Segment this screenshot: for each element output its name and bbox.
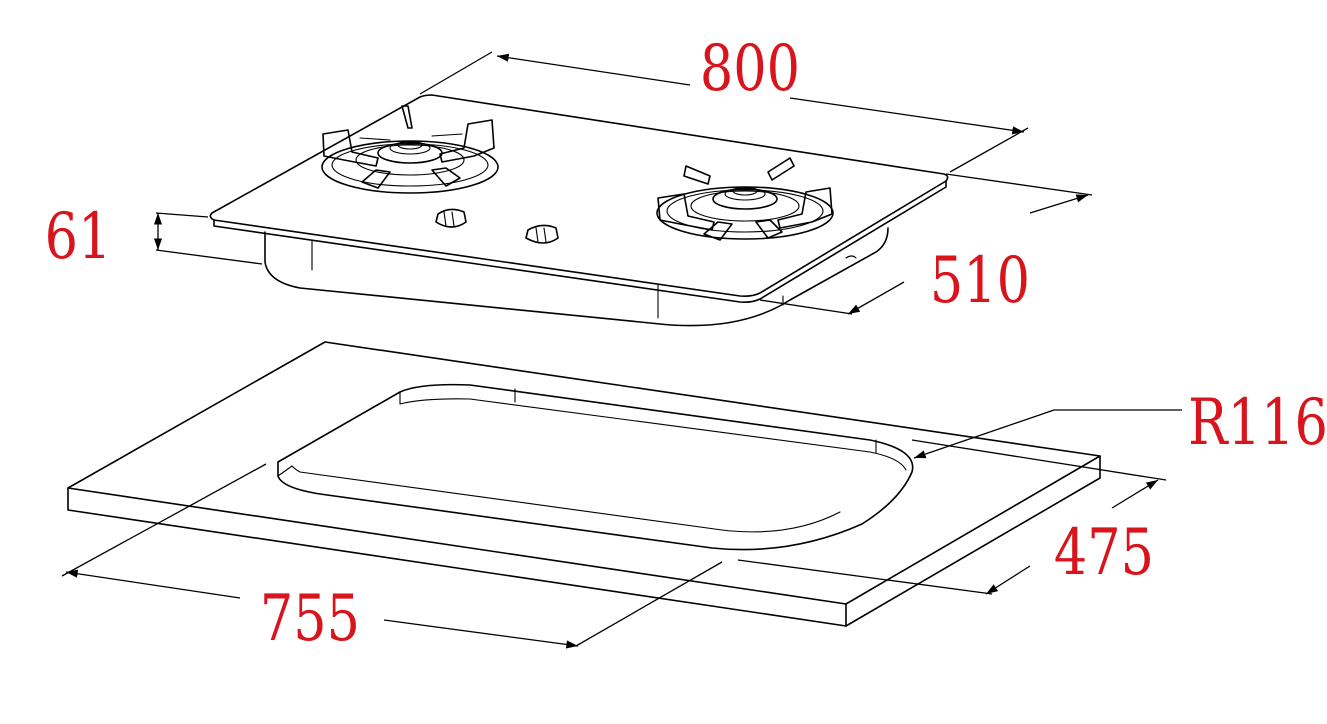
glass-top-panel bbox=[209, 94, 949, 297]
cutout-width-dimension-label: 755 bbox=[260, 581, 360, 655]
dimension-lines bbox=[61, 51, 1182, 649]
right-burner bbox=[656, 157, 834, 241]
left-burner bbox=[321, 105, 499, 194]
cooktop-drawing bbox=[209, 94, 949, 327]
width-dimension-label: 800 bbox=[700, 31, 800, 105]
dimension-labels: 800 61 510 R116 475 755 bbox=[45, 31, 1327, 655]
countertop-top-face bbox=[67, 341, 1101, 605]
radius-dimension-label: R116 bbox=[1188, 385, 1327, 459]
left-knob bbox=[435, 208, 467, 228]
cutout-depth-dimension-label: 475 bbox=[1054, 515, 1154, 589]
height-dimension-label: 61 bbox=[45, 199, 112, 273]
depth-dimension-label: 510 bbox=[930, 243, 1030, 317]
right-knob bbox=[525, 224, 559, 244]
countertop-drawing bbox=[67, 341, 1101, 627]
cutout-opening bbox=[277, 383, 914, 551]
